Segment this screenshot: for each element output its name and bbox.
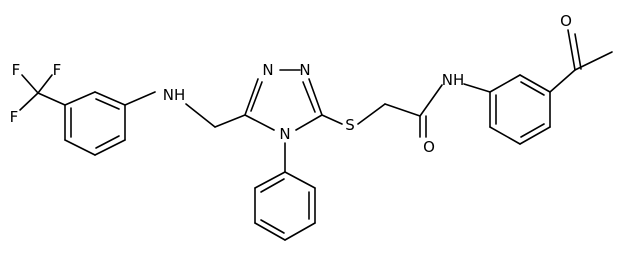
- atom-label-triazole-n1: N: [262, 61, 273, 79]
- bond: [567, 29, 576, 71]
- bond: [64, 139, 96, 156]
- bond: [284, 222, 316, 241]
- bond: [463, 83, 491, 93]
- bond: [321, 114, 343, 125]
- atom-label-sulfur: S: [345, 116, 355, 134]
- bond: [64, 91, 96, 106]
- bond: [244, 114, 275, 131]
- bond: [489, 74, 521, 93]
- bond: [520, 123, 545, 138]
- aminomethyl-linker: [124, 91, 246, 128]
- bond: [519, 126, 551, 145]
- bond: [19, 92, 39, 111]
- triazole-ring: [244, 69, 323, 131]
- bond: [260, 178, 285, 193]
- atom-label-nh-right: NH: [442, 71, 465, 89]
- bond: [37, 74, 53, 94]
- atom-label-triazole-n2: N: [299, 61, 310, 79]
- atom-label-f1: F: [12, 61, 21, 79]
- bond: [37, 92, 66, 106]
- trifluoromethyl-group: [19, 74, 66, 111]
- bond: [295, 114, 323, 131]
- bond: [21, 74, 39, 94]
- bond: [254, 171, 286, 189]
- atom-label-triazole-n4: N: [279, 125, 290, 143]
- atom-label-f3: F: [10, 108, 19, 126]
- bond: [284, 171, 316, 189]
- bond: [94, 139, 126, 156]
- n-phenyl-ring: [254, 142, 316, 241]
- bond: [549, 69, 576, 93]
- bond: [419, 84, 443, 117]
- bond: [214, 114, 246, 128]
- atom-label-amide-oxygen: O: [423, 138, 435, 156]
- bond: [574, 33, 582, 70]
- bond: [124, 91, 156, 106]
- bond: [302, 81, 316, 113]
- bond: [260, 219, 285, 234]
- bond: [250, 81, 263, 112]
- thioacetamide-chain: [321, 83, 491, 138]
- bond: [95, 98, 120, 110]
- bond: [519, 74, 551, 93]
- bond: [254, 222, 286, 241]
- acetyl-group: [549, 29, 613, 93]
- bond: [95, 135, 120, 149]
- bond: [574, 51, 613, 71]
- bond: [520, 81, 545, 96]
- bond: [489, 126, 521, 145]
- bond: [244, 78, 259, 116]
- bond: [384, 103, 421, 117]
- bond: [185, 103, 216, 128]
- bond: [308, 78, 323, 116]
- trifluoromethylphenyl-ring: [64, 91, 126, 156]
- atom-label-nh-left: NH: [163, 86, 186, 104]
- atom-label-f2: F: [53, 61, 62, 79]
- acetylphenyl-ring: [489, 74, 551, 145]
- bond: [357, 103, 386, 125]
- atom-label-acetyl-oxygen: O: [560, 12, 572, 30]
- bond: [94, 91, 126, 106]
